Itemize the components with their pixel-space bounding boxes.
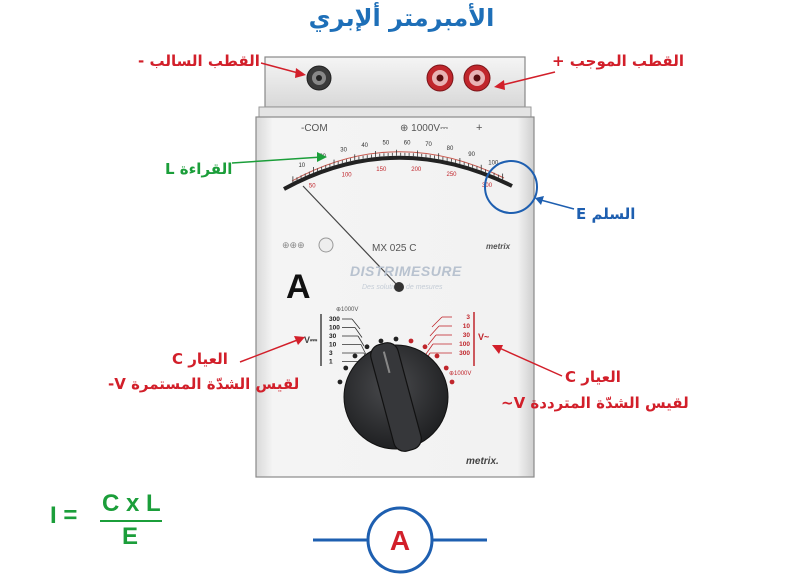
knob-position-dot <box>364 344 370 350</box>
dc-range-value: 30 <box>329 333 337 340</box>
plus-label: + <box>476 122 482 134</box>
ac-range-value: 30 <box>463 332 471 339</box>
scale-top-label: 60 <box>404 140 411 146</box>
dc-range-value: 1 <box>329 359 333 366</box>
volt-label: ⊕ 1000V⎓ <box>400 123 448 134</box>
watermark-main: DISTRIMESURE <box>350 263 462 279</box>
ac-range-leader <box>429 325 440 337</box>
formula-denominator: E <box>122 523 139 550</box>
ac-range-label-line2: لقيس الشدّة المترددة V~ <box>501 394 689 412</box>
scale-bottom-label: 300 <box>482 183 493 189</box>
scale-label: السلم E <box>576 205 636 223</box>
volt-terminal <box>426 64 454 92</box>
scale-top-label: 70 <box>425 142 432 148</box>
ac-range-value: 100 <box>459 341 470 348</box>
scale-ticks <box>292 149 504 183</box>
knob-position-dot <box>378 338 384 344</box>
dc-range-leader <box>357 335 365 347</box>
ac-range-label-line1: العيار C <box>565 368 621 386</box>
dc-range-value: 10 <box>329 342 337 349</box>
dc-range-value: 100 <box>329 325 340 332</box>
ac-marker: V~ <box>478 332 489 342</box>
ammeter-symbol <box>313 506 487 574</box>
knob-position-dot <box>434 353 440 359</box>
formula-lhs: I = <box>50 502 78 529</box>
dc-range-label-line1: العيار C <box>172 350 228 368</box>
knob-position-dot <box>449 379 455 385</box>
scale-bottom-label: 250 <box>447 172 458 178</box>
ac-range-leader <box>431 316 443 328</box>
dc-range-value: 300 <box>329 316 340 323</box>
scale-bottom-label: 50 <box>309 184 316 190</box>
com-label: -COM <box>301 123 328 134</box>
needle <box>302 185 400 288</box>
ac-bottom-mark: ⊕1000V <box>449 371 471 377</box>
dc-range-leader <box>360 344 367 355</box>
brand-bottom: metrix. <box>466 456 499 467</box>
dc-range-leader <box>351 318 361 330</box>
pivot <box>394 282 404 292</box>
scale-top-label: 100 <box>488 160 499 166</box>
knob-position-dots <box>337 336 455 385</box>
ac-range-value: 10 <box>463 323 471 330</box>
knob-position-dot <box>408 338 414 344</box>
knob-position-dot <box>337 379 343 385</box>
ac-range-value: 3 <box>466 314 470 321</box>
knob-position-dot <box>443 365 449 371</box>
ammeter-symbol-letter: A <box>390 525 410 556</box>
dc-top-mark: ⊕1000V <box>336 307 358 313</box>
knob-position-dot <box>352 353 358 359</box>
model-label: MX 025 C <box>372 243 416 254</box>
scale-top-label: 80 <box>447 146 454 152</box>
scale-arc <box>283 155 513 191</box>
zero-adjust-mark: ⊕⊕⊕ <box>282 240 305 250</box>
com-terminal <box>306 65 332 91</box>
negative-pole-label: القطب السالب - <box>138 52 260 70</box>
ac-range-value: 300 <box>459 350 470 357</box>
scale-bottom-label: 200 <box>411 167 422 173</box>
brand-small: metrix <box>486 242 511 251</box>
scale-top-label: 10 <box>298 163 305 169</box>
page-title: الأمبرمتر ألإبري <box>308 4 495 32</box>
dc-range-leader <box>354 327 363 338</box>
scale-top-label: 30 <box>340 148 347 154</box>
scale-bottom-label: 150 <box>376 167 387 173</box>
knob-position-dot <box>343 365 349 371</box>
knob-position-dot <box>393 336 399 342</box>
scale-top-label: 50 <box>383 141 390 147</box>
meter-letter-a: A <box>286 268 311 306</box>
dc-range-value: 3 <box>329 350 333 357</box>
ac-range-leader <box>427 334 437 346</box>
dc-range-label-line2: لقيس الشدّة المستمرة V- <box>108 375 300 393</box>
formula-numerator: C x L <box>102 490 161 517</box>
scale-top-label: 40 <box>361 143 368 149</box>
range-selector-knob <box>343 342 449 452</box>
scale-bottom-label: 100 <box>342 173 353 179</box>
scale-highlight-circle <box>484 160 538 214</box>
positive-pole-label: القطب الموجب + <box>552 52 684 70</box>
dc-marker: V⎓ <box>304 335 318 345</box>
scale-top-label: 90 <box>468 152 475 158</box>
ac-range-leader <box>425 343 434 355</box>
reading-label: القراءة L <box>165 160 233 178</box>
plus-terminal <box>463 64 491 92</box>
scale-bottom-labels: 50 100 150 200 250 300 <box>309 167 493 190</box>
annotation-arrows <box>231 62 575 377</box>
knob-position-dot <box>422 344 428 350</box>
